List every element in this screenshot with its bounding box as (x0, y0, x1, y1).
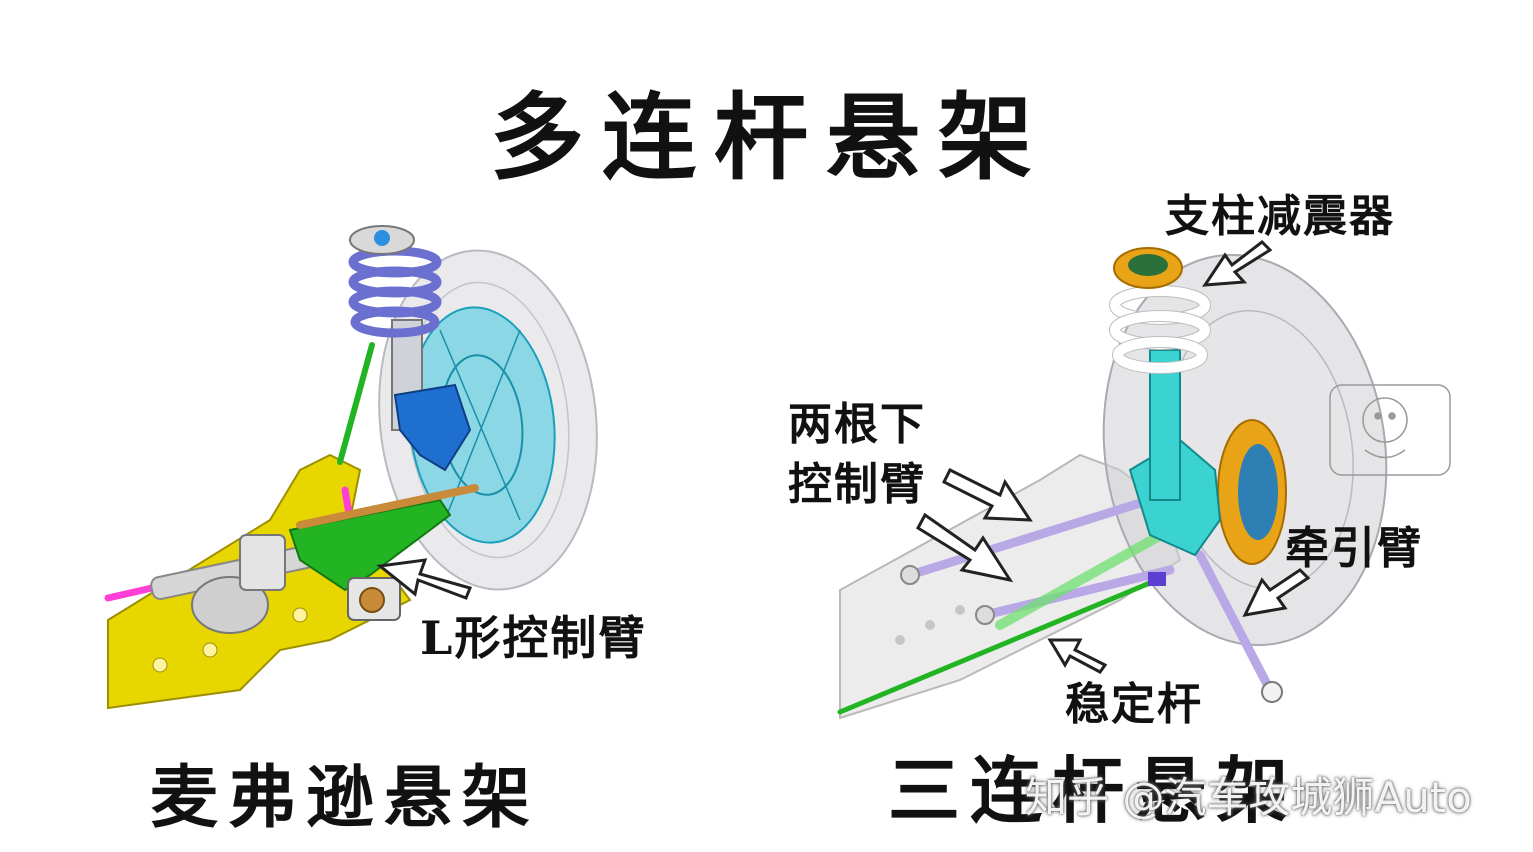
macpherson-caption: 麦弗逊悬架 (150, 758, 541, 838)
three-link-caption: 三连杆悬架 (888, 748, 1299, 833)
arrow-lower-arm-2 (916, 512, 1014, 583)
macpherson-diagram (104, 225, 598, 710)
arrow-lower-arm-1 (941, 467, 1033, 522)
right-coil-spring (1109, 285, 1211, 374)
watermark: 知乎 @汽车攻城狮Auto (1025, 773, 1472, 822)
right-trailing-arm (1195, 550, 1275, 695)
cartoon-sketch (1329, 384, 1451, 476)
label-strut-absorber: 支柱减震器 (1165, 191, 1395, 242)
label-l-arm: L形控制臂 (420, 611, 647, 665)
arrow-stabilizer (1047, 638, 1108, 674)
label-lower-arm-line1: 两根下 (788, 399, 926, 450)
left-tie-rod (296, 484, 479, 529)
label-stabilizer-bar: 稳定杆 (1065, 679, 1203, 730)
right-lower-arm-2 (980, 565, 1175, 620)
arrow-strut (1202, 240, 1273, 287)
page-title: 多连杆悬架 (490, 83, 1051, 193)
right-strut-body (1149, 349, 1181, 501)
label-lower-arm-line2: 控制臂 (788, 459, 926, 510)
arrow-trailing-arm (1242, 568, 1311, 617)
arrow-l-arm (376, 558, 473, 600)
label-trailing-arm: 牵引臂 (1285, 523, 1423, 574)
right-lower-arm-1 (905, 495, 1155, 580)
three-link-diagram (837, 240, 1451, 720)
left-knuckle (393, 383, 472, 472)
